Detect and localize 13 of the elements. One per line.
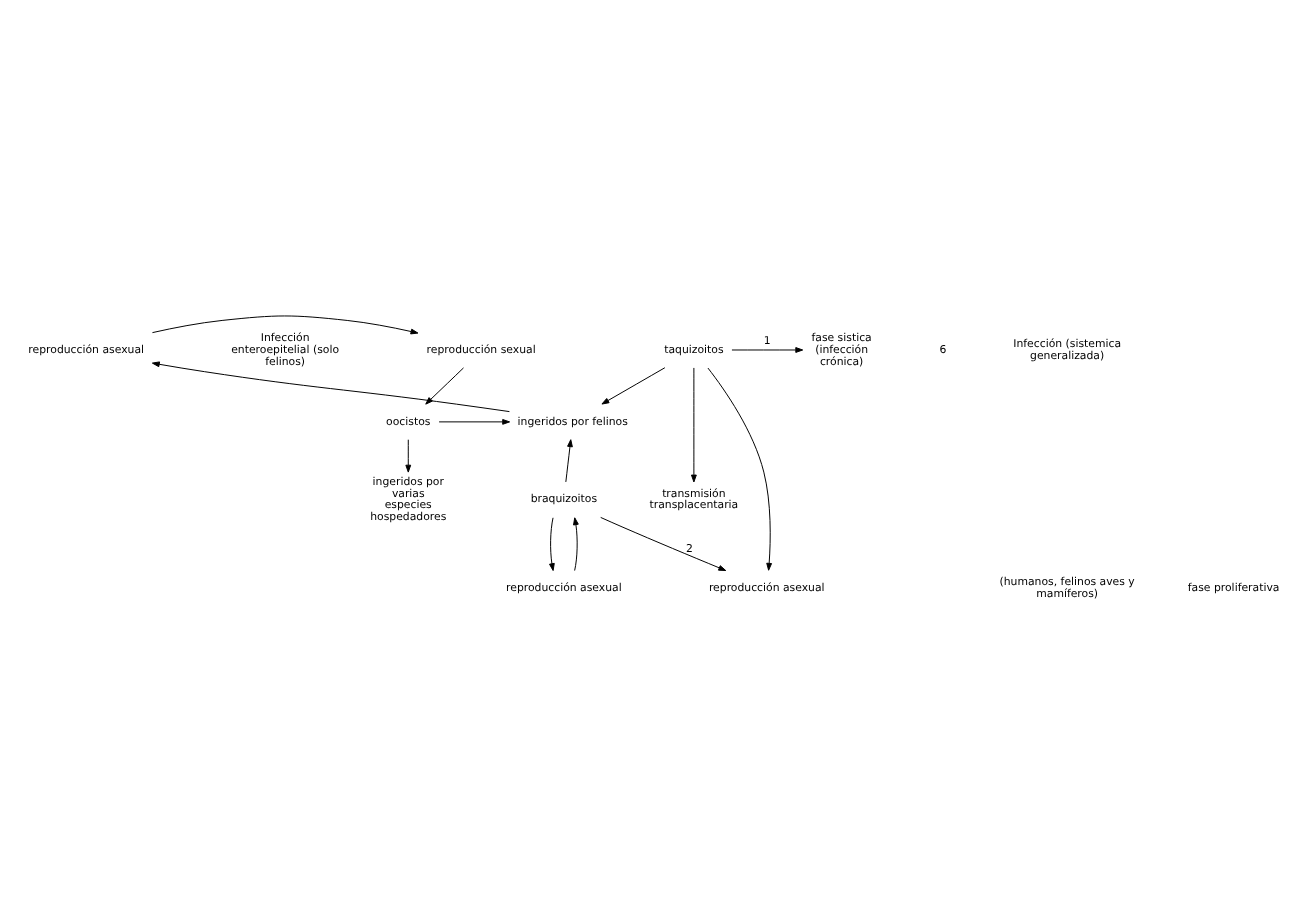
arrow — [405, 438, 412, 472]
arrow — [573, 516, 579, 571]
arrow — [565, 438, 573, 482]
arrow — [438, 418, 511, 424]
arrow — [600, 515, 727, 571]
arrow — [731, 346, 804, 352]
arrow — [691, 366, 697, 482]
arrow — [549, 516, 555, 571]
arrow — [425, 366, 464, 404]
arrow — [151, 314, 419, 334]
arrow — [707, 366, 773, 570]
arrow — [601, 366, 666, 404]
arrow — [151, 360, 510, 412]
